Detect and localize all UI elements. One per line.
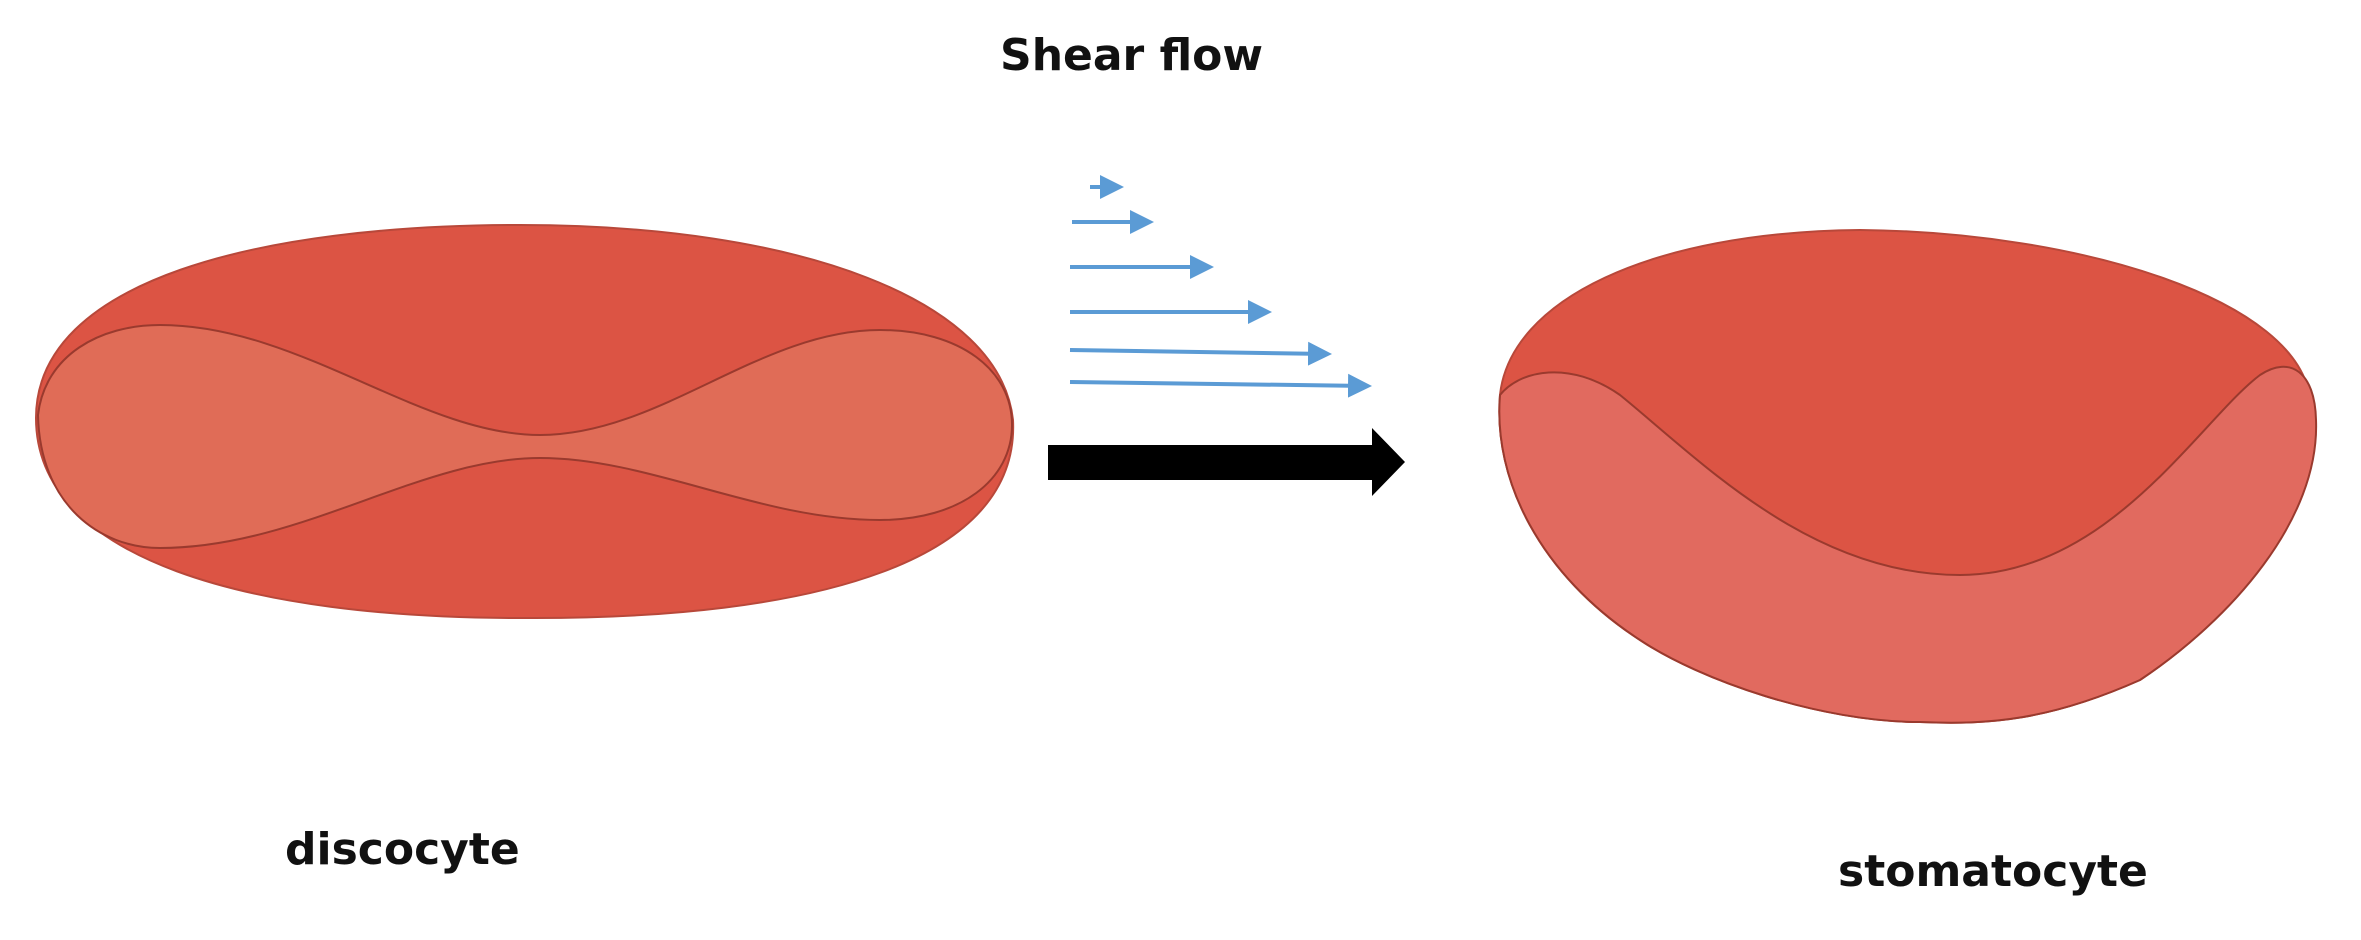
discocyte-label: discocyte <box>285 824 520 875</box>
discocyte-shape <box>34 223 1015 620</box>
shear-flow-arrows-icon <box>1069 175 1372 398</box>
stomatocyte-label: stomatocyte <box>1838 846 2148 897</box>
discocyte-center-band <box>36 323 1014 550</box>
stomatocyte-lower-rim <box>1498 365 2318 724</box>
right-arrow-icon <box>1048 428 1405 496</box>
stomatocyte-shape <box>1498 228 2318 724</box>
diagram-title: Shear flow <box>1000 30 1264 81</box>
